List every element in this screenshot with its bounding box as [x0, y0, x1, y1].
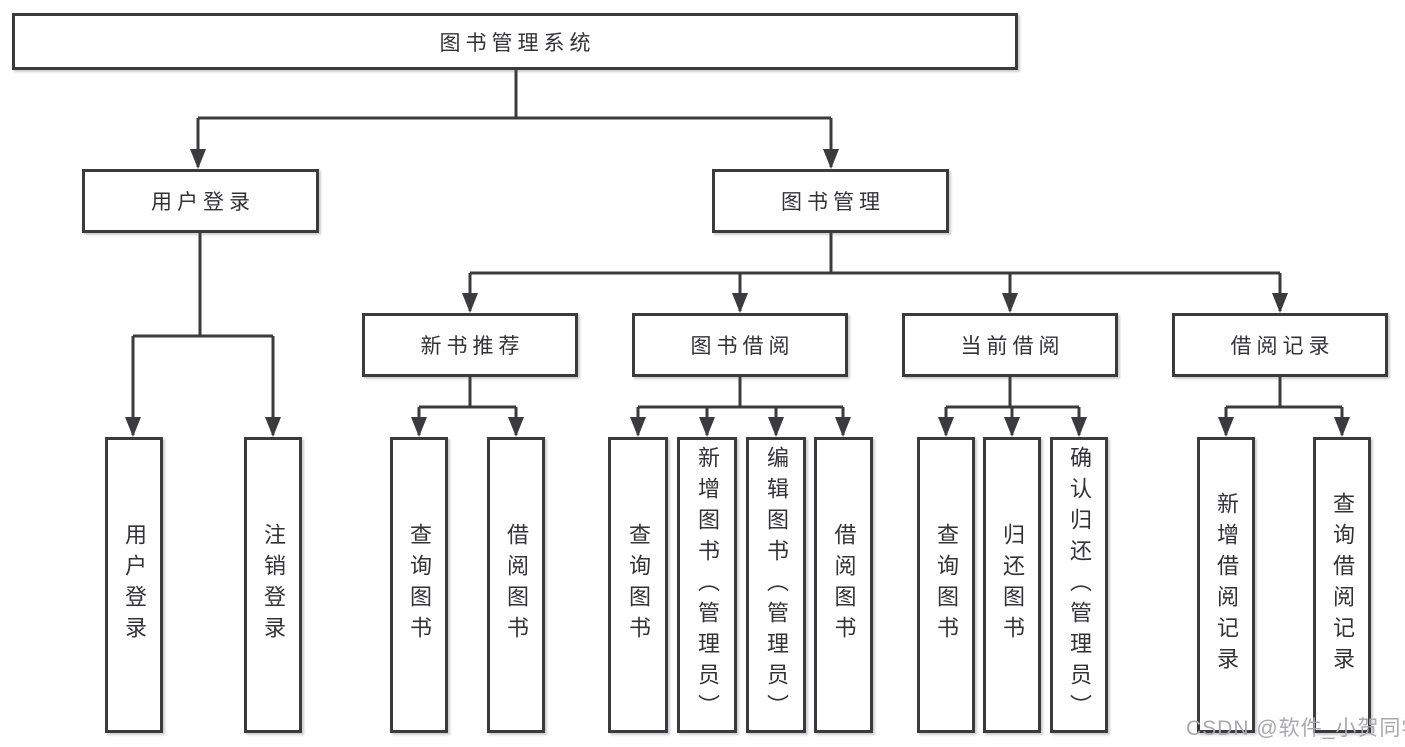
node-book-borrow: 图书借阅 — [632, 313, 848, 377]
leaf-return-book-label: 归还图书 — [1000, 523, 1025, 647]
node-new-book-recommend-label: 新书推荐 — [420, 335, 525, 358]
leaf-query-books-borrow-label: 查询图书 — [626, 523, 651, 647]
node-borrow-records: 借阅记录 — [1172, 313, 1388, 377]
node-book-borrow-label: 图书借阅 — [690, 335, 795, 358]
leaf-borrow-books: 借阅图书 — [814, 437, 873, 733]
leaf-add-book-admin: 新增图书（管理员） — [677, 437, 737, 733]
leaf-borrow-books-recommend: 借阅图书 — [487, 437, 545, 733]
leaf-query-borrow-record: 查询借阅记录 — [1313, 437, 1371, 733]
leaf-add-borrow-record: 新增借阅记录 — [1197, 437, 1255, 733]
leaf-query-books-current: 查询图书 — [917, 437, 975, 733]
node-root-system: 图书管理系统 — [12, 13, 1018, 70]
leaf-logout: 注销登录 — [244, 437, 302, 733]
leaf-query-books-borrow: 查询图书 — [608, 437, 668, 733]
leaf-edit-book-admin-label: 编辑图书（管理员） — [764, 445, 789, 725]
leaf-query-books-recommend-label: 查询图书 — [407, 523, 432, 647]
leaf-query-borrow-record-label: 查询借阅记录 — [1330, 492, 1355, 678]
leaf-logout-label: 注销登录 — [261, 523, 286, 647]
leaf-return-book: 归还图书 — [983, 437, 1041, 733]
node-root-label: 图书管理系统 — [439, 31, 596, 55]
node-borrow-records-label: 借阅记录 — [1230, 335, 1335, 358]
node-current-borrow-label: 当前借阅 — [960, 335, 1065, 358]
leaf-add-borrow-record-label: 新增借阅记录 — [1214, 492, 1239, 678]
leaf-user-login-label: 用户登录 — [122, 523, 147, 647]
leaf-query-books-current-label: 查询图书 — [934, 523, 959, 647]
leaf-borrow-books-recommend-label: 借阅图书 — [504, 523, 529, 647]
leaf-query-books-recommend: 查询图书 — [390, 437, 448, 733]
leaf-confirm-return-admin-label: 确认归还（管理员） — [1067, 445, 1092, 725]
node-user-login: 用户登录 — [82, 169, 319, 233]
csdn-watermark: CSDN @软件_小贺同学 — [1186, 717, 1405, 740]
leaf-user-login: 用户登录 — [105, 437, 163, 733]
node-new-book-recommend: 新书推荐 — [362, 313, 578, 377]
node-book-management: 图书管理 — [712, 169, 949, 233]
node-user-login-label: 用户登录 — [151, 191, 255, 214]
leaf-add-book-admin-label: 新增图书（管理员） — [695, 445, 720, 725]
leaf-borrow-books-label: 借阅图书 — [831, 523, 857, 647]
node-book-management-label: 图书管理 — [781, 191, 885, 214]
node-current-borrow: 当前借阅 — [902, 313, 1118, 377]
leaf-edit-book-admin: 编辑图书（管理员） — [746, 437, 806, 733]
leaf-confirm-return-admin: 确认归还（管理员） — [1050, 437, 1108, 733]
